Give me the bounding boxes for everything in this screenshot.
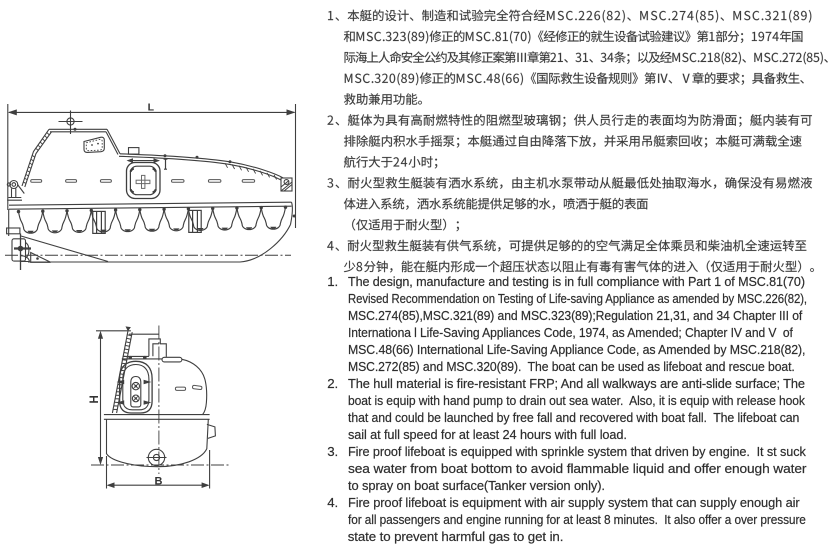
svg-text:B: B (155, 475, 163, 487)
svg-text:H: H (89, 395, 101, 403)
svg-text:L: L (148, 102, 155, 114)
